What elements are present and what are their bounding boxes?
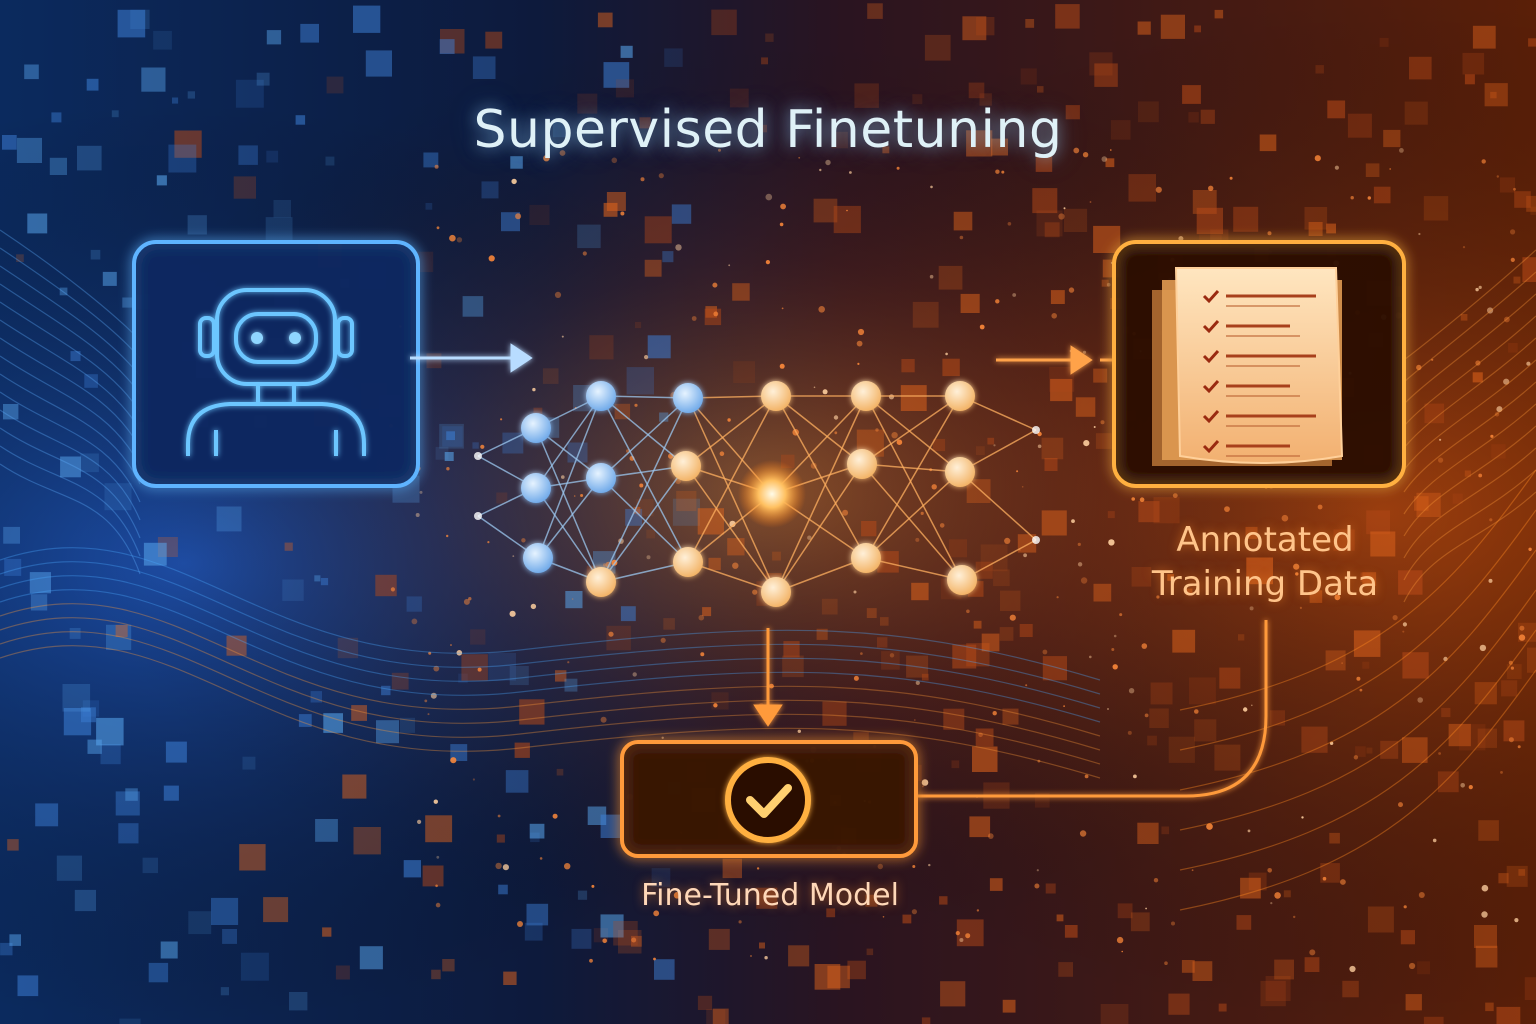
network-edge — [865, 471, 961, 559]
arrow-to-annotated-data — [996, 345, 1116, 375]
network-edge — [775, 395, 863, 465]
network-node — [847, 449, 877, 479]
checklist-check — [1202, 379, 1220, 394]
network-node — [586, 463, 616, 493]
network-edge — [865, 395, 963, 581]
network-node — [586, 567, 616, 597]
network-edge — [775, 463, 863, 593]
annotated-data-label: Annotated Training Data — [1151, 520, 1379, 604]
network-edge — [687, 397, 777, 593]
network-node — [474, 452, 482, 460]
network-node — [673, 383, 703, 413]
network-edge — [865, 557, 963, 581]
network-node — [474, 512, 482, 520]
checklist-check — [1202, 349, 1220, 364]
network-node — [523, 543, 553, 573]
network-edge — [685, 465, 777, 593]
network-node — [671, 451, 701, 481]
base-model-box — [132, 240, 420, 488]
network-edge — [600, 395, 689, 563]
network-edge — [685, 395, 777, 467]
arrow-to-network — [410, 343, 533, 373]
network-edge — [600, 397, 689, 583]
checklist-check — [1202, 289, 1220, 304]
network-edge — [861, 395, 961, 465]
network-edge — [959, 471, 1037, 541]
network-edge — [600, 395, 687, 467]
network-edge — [865, 395, 961, 473]
checklist-check — [1202, 409, 1220, 424]
network-node — [851, 381, 881, 411]
checkmark-icon — [725, 757, 811, 843]
network-edge — [861, 463, 963, 581]
network-edge — [535, 427, 602, 583]
network-edge — [687, 395, 777, 563]
network-node — [521, 473, 551, 503]
network-node — [947, 565, 977, 595]
fine-tuned-model-box — [620, 740, 918, 858]
network-edge — [535, 487, 602, 583]
network-edge — [775, 395, 867, 593]
network-edge — [687, 561, 777, 593]
network-node — [1032, 426, 1040, 434]
network-node — [586, 381, 616, 411]
document-checklist-icon — [1152, 267, 1344, 466]
network-edge — [600, 397, 689, 479]
network-node — [761, 381, 791, 411]
neural-network — [474, 381, 1040, 607]
checklist-check — [1202, 439, 1220, 454]
fine-tuned-model-label: Fine-Tuned Model — [641, 878, 899, 913]
network-edge — [775, 557, 867, 593]
network-edge — [535, 395, 602, 489]
network-node — [945, 457, 975, 487]
feedback-connector — [916, 620, 1268, 798]
network-node — [1032, 536, 1040, 544]
network-node — [945, 381, 975, 411]
network-edge — [537, 477, 602, 559]
network-node — [761, 577, 791, 607]
robot-icon — [186, 288, 366, 456]
network-edge — [537, 395, 602, 559]
checklist-check — [1202, 319, 1220, 334]
diagram-title: Supervised Finetuning — [473, 100, 1063, 160]
annotated-data-box — [1112, 240, 1406, 488]
network-edge — [600, 465, 687, 583]
network-edge — [600, 477, 689, 563]
arrow-to-fine-tuned-model — [753, 628, 783, 727]
network-edge — [861, 463, 961, 473]
network-edge — [865, 395, 961, 559]
network-node — [673, 547, 703, 577]
network-node — [851, 543, 881, 573]
network-node — [521, 413, 551, 443]
network-node — [738, 460, 806, 528]
